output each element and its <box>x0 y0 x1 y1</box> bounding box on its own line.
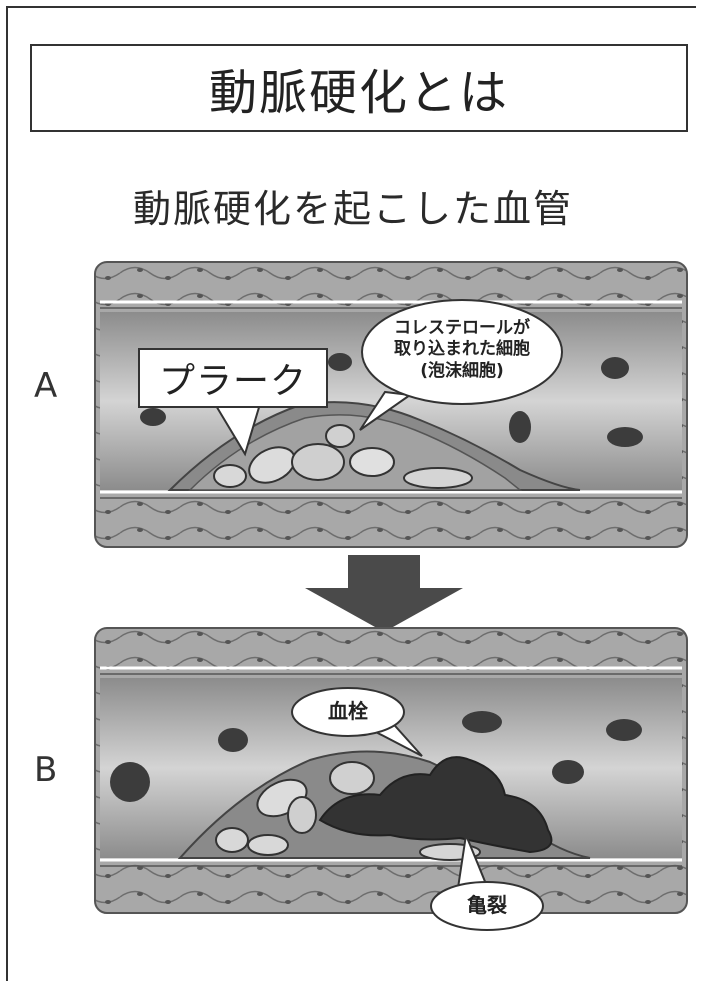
label-a: A <box>34 366 58 406</box>
crack-bubble <box>430 881 544 931</box>
vessel-b <box>94 627 688 931</box>
crack-label: 亀裂 <box>467 893 507 917</box>
thrombus <box>318 756 553 854</box>
diagram-subtitle: 動脈硬化を起こした血管 <box>132 187 573 231</box>
foam-cell-line-2: 取り込まれた細胞 <box>394 339 530 360</box>
plaque-label: プラーク <box>138 348 328 408</box>
label-b: B <box>34 750 58 790</box>
foam-cell-line-1: コレステロールが <box>394 318 530 338</box>
page-title: 動脈硬化とは <box>30 44 688 132</box>
thrombus-bubble <box>291 687 405 737</box>
foam-cell-label: コレステロールが 取り込まれた細胞 (泡沫細胞) <box>372 318 552 382</box>
foam-cell-line-3: (泡沫細胞) <box>420 360 504 381</box>
page-frame <box>6 6 696 981</box>
thrombus-label: 血栓 <box>328 699 368 723</box>
foam-cell-bubble <box>361 299 563 405</box>
down-arrow-icon <box>305 555 463 632</box>
